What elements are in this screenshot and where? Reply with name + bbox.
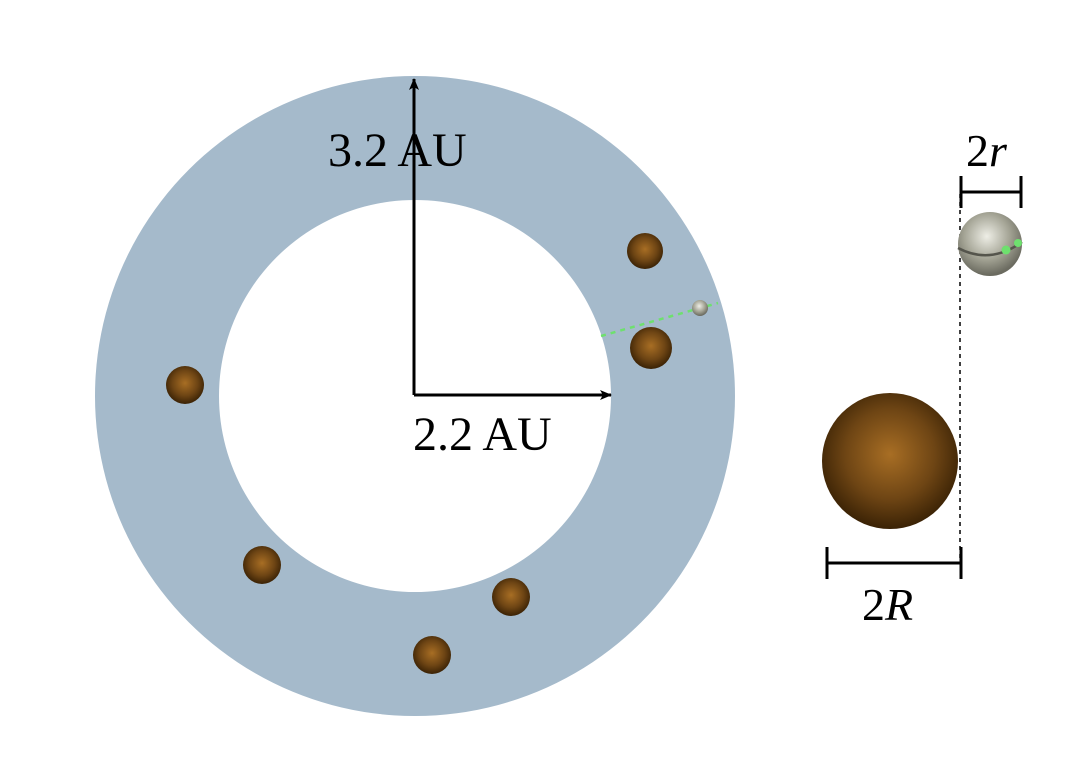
asteroid [166,366,204,404]
large-asteroid [822,393,958,529]
large-diameter-dimension [825,547,963,579]
small-diameter-dimension [959,176,1023,208]
inner-radius-label: 2.2 AU [413,408,552,461]
asteroid [492,578,530,616]
small-diameter-label: 2r [966,125,1008,176]
asteroid [627,233,663,269]
probe-enlarged [957,212,1023,276]
large-diameter-label: 2R [862,579,913,630]
asteroid [630,327,672,369]
outer-radius-label: 3.2 AU [328,124,467,177]
asteroid [243,546,281,584]
asteroid [413,636,451,674]
probe [692,300,708,316]
